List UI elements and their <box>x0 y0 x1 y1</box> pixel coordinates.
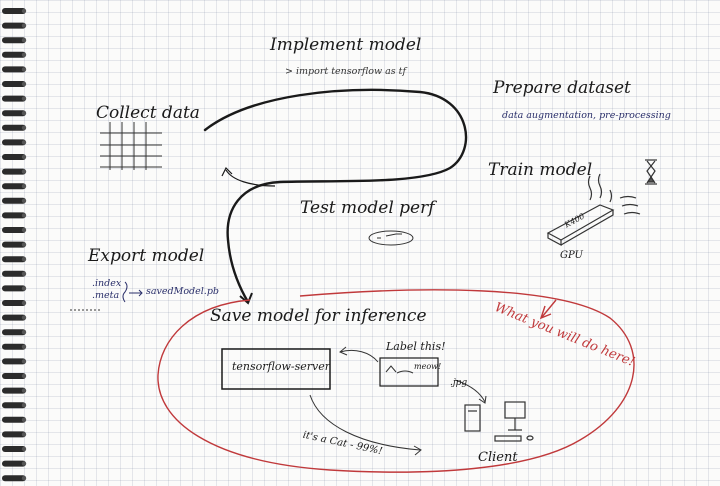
spiral-ring <box>2 402 26 409</box>
spiral-ring <box>2 8 26 14</box>
workflow-loop-curve <box>203 88 468 304</box>
spiral-ring <box>2 329 26 336</box>
prepare-dataset-detail: data augmentation, pre-processing <box>502 110 671 121</box>
spiral-ring <box>2 81 26 87</box>
jpg-text: .jpg <box>450 378 468 388</box>
label-this-text: Label this! <box>386 340 446 353</box>
spiral-ring <box>2 475 26 482</box>
server-box-label: tensorflow-server <box>232 360 331 373</box>
data-table-sketch <box>100 122 162 170</box>
gpu-label: GPU <box>560 250 583 261</box>
spiral-ring <box>2 373 26 379</box>
spiral-ring <box>2 197 26 204</box>
spiral-ring <box>2 227 26 233</box>
spiral-ring <box>2 387 26 394</box>
spiral-ring <box>2 212 26 219</box>
spiral-ring <box>2 183 26 190</box>
spiral-ring <box>2 314 26 321</box>
test-oval <box>368 230 414 246</box>
spiral-ring <box>2 154 26 160</box>
collect-data-title: Collect data <box>96 103 200 123</box>
spiral-ring <box>2 431 26 438</box>
spiral-binding <box>2 8 27 482</box>
spiral-ring <box>2 168 26 175</box>
export-meta-file: .meta <box>92 290 120 301</box>
spiral-ring <box>2 256 26 263</box>
spiral-ring <box>2 343 26 350</box>
cat-meow-text: meow! <box>414 362 442 371</box>
spiral-ring <box>2 139 26 146</box>
red-highlight-oval <box>157 289 635 473</box>
spiral-ring <box>2 446 26 452</box>
spiral-ring <box>2 241 26 248</box>
import-code-text: > import tensorflow as tf <box>285 66 406 77</box>
prepare-dataset-title: Prepare dataset <box>493 78 631 98</box>
spiral-ring <box>2 358 26 365</box>
gpu-card-sketch <box>546 173 641 247</box>
hourglass-icon <box>645 159 657 185</box>
spiral-ring <box>2 300 26 306</box>
save-model-title: Save model for inference <box>210 306 427 326</box>
return-arrow <box>225 169 276 187</box>
client-label: Client <box>478 450 518 465</box>
test-model-title: Test model perf <box>300 198 435 218</box>
implement-model-title: Implement model <box>270 35 422 55</box>
loop-arrowhead <box>239 292 253 305</box>
client-computer-icon <box>464 401 534 442</box>
export-savedmodel-file: savedModel.pb <box>146 286 219 297</box>
spiral-ring <box>2 460 26 467</box>
spiral-ring <box>2 22 26 29</box>
spiral-ring <box>2 270 26 277</box>
spiral-ring <box>2 416 26 423</box>
export-index-file: .index <box>92 278 122 289</box>
spiral-ring <box>2 66 26 73</box>
spiral-ring <box>2 124 26 131</box>
server-box <box>221 348 331 390</box>
spiral-ring <box>2 285 26 292</box>
spiral-ring <box>2 110 26 117</box>
train-model-title: Train model <box>488 160 593 180</box>
label-image-box <box>379 357 439 387</box>
spiral-ring <box>2 51 26 58</box>
export-model-title: Export model <box>88 246 205 266</box>
spiral-ring <box>2 37 26 44</box>
spiral-ring <box>2 95 26 102</box>
